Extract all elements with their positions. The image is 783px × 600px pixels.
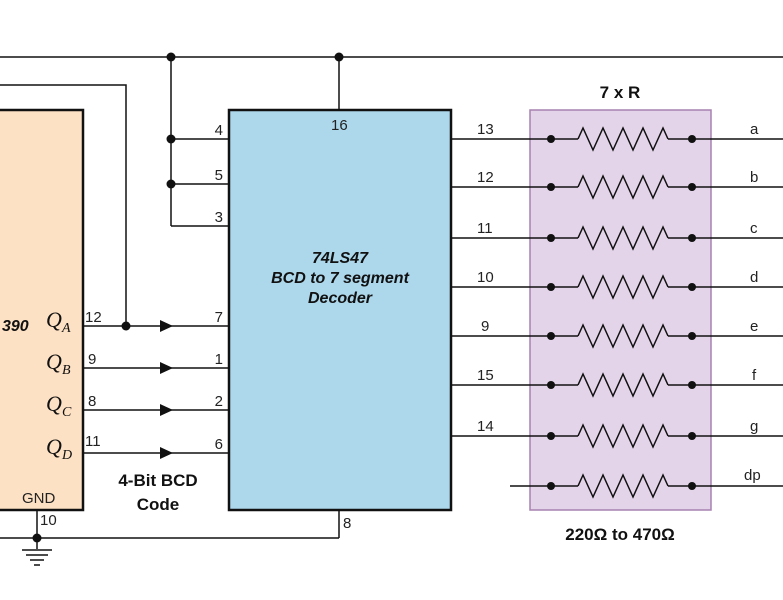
- vcc-bus: [0, 52, 783, 227]
- svg-text:Q: Q: [46, 391, 62, 416]
- segment-label-f: f: [752, 367, 757, 384]
- svg-text:A: A: [61, 321, 71, 336]
- ground-wire: [0, 510, 340, 549]
- counter-pin-11: 11: [85, 433, 101, 450]
- decoder-pin-1: 1: [215, 351, 223, 368]
- decoder-title-line1: 74LS47: [312, 250, 369, 267]
- resistor-title: 7 x R: [600, 83, 641, 102]
- bcd-label-line1: 4-Bit BCD: [118, 471, 197, 490]
- counter-gnd-pin: 10: [40, 512, 57, 529]
- decoder-pin-10: 10: [477, 269, 494, 286]
- resistor-value: 220Ω to 470Ω: [565, 525, 674, 544]
- counter-output-qa: Q A 12: [46, 307, 102, 336]
- output-line-c: [451, 225, 783, 251]
- counter-pin-8: 8: [88, 393, 96, 410]
- segment-label-g: g: [750, 418, 758, 435]
- decoder-pin-4: 4: [215, 122, 223, 139]
- segment-label-a: a: [750, 121, 759, 138]
- counter-output-qd: Q D 11: [46, 433, 101, 463]
- svg-text:Q: Q: [46, 349, 62, 374]
- decoder-title-line2: BCD to 7 segment: [271, 270, 409, 287]
- decoder-pin-7: 7: [215, 309, 223, 326]
- decoder-pin-13: 13: [477, 121, 494, 138]
- decoder-pin-6: 6: [215, 436, 223, 453]
- counter-output-qb: Q B 9: [46, 349, 96, 378]
- decoder-vcc-pin: 16: [331, 117, 348, 134]
- decoder-pin-5: 5: [215, 167, 223, 184]
- ground-icon: [22, 549, 52, 566]
- svg-text:Q: Q: [46, 434, 62, 459]
- counter-pin-9: 9: [88, 351, 96, 368]
- svg-text:C: C: [62, 405, 72, 420]
- decoder-pin-2: 2: [215, 393, 223, 410]
- counter-gnd-label: GND: [22, 490, 56, 507]
- segment-label-d: d: [750, 269, 758, 286]
- decoder-pin-15: 15: [477, 367, 494, 384]
- output-line-e: [451, 323, 783, 349]
- svg-text:D: D: [61, 448, 72, 463]
- counter-output-qc: Q C 8: [46, 391, 96, 420]
- segment-label-dp: dp: [744, 467, 761, 484]
- decoder-pin-9: 9: [481, 318, 489, 335]
- output-line-b: [451, 174, 783, 200]
- output-line-f: [451, 372, 783, 398]
- output-line-d: [451, 274, 783, 300]
- segment-label-c: c: [750, 220, 758, 237]
- output-line-g: [451, 423, 783, 449]
- counter-name-fragment: 390: [2, 318, 29, 335]
- decoder-gnd-pin: 8: [343, 515, 351, 532]
- counter-pin-12: 12: [85, 309, 102, 326]
- svg-text:Q: Q: [46, 307, 62, 332]
- resistor-array-box: [529, 109, 712, 511]
- output-line-a: [451, 126, 783, 152]
- decoder-pin-11: 11: [477, 220, 493, 237]
- bcd-lines: [83, 320, 229, 459]
- decoder-title-line3: Decoder: [308, 290, 373, 307]
- decoder-pin-14: 14: [477, 418, 494, 435]
- output-line-dp: [510, 473, 783, 499]
- decoder-pin-12: 12: [477, 169, 494, 186]
- segment-label-b: b: [750, 169, 758, 186]
- segment-label-e: e: [750, 318, 758, 335]
- counter-chip: [0, 108, 85, 512]
- decoder-chip: [227, 108, 453, 512]
- decoder-pin-3: 3: [215, 209, 223, 226]
- svg-text:B: B: [62, 363, 71, 378]
- bcd-label-line2: Code: [137, 495, 180, 514]
